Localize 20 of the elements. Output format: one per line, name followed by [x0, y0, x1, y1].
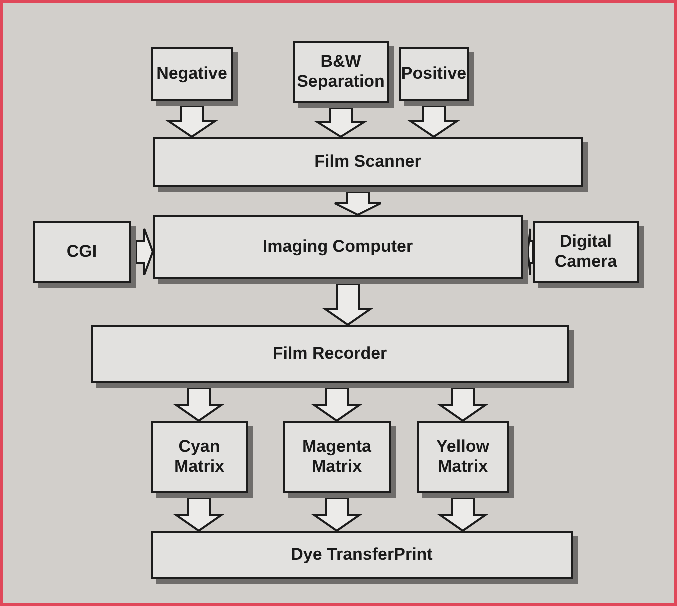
block-arrow — [310, 497, 364, 532]
block-arrow — [334, 191, 382, 216]
box-label: Positive — [401, 64, 467, 84]
box-label: Digital Camera — [554, 232, 618, 272]
box-label: Dye TransferPrint — [291, 544, 433, 566]
box-label: Cyan Matrix — [173, 436, 226, 478]
block-arrow — [172, 497, 226, 532]
block-arrow — [322, 283, 374, 326]
box-label: Yellow Matrix — [436, 436, 490, 478]
block-arrow — [436, 387, 490, 422]
block-arrow — [172, 387, 226, 422]
box-label: Imaging Computer — [262, 236, 414, 258]
block-arrow — [436, 497, 490, 532]
box-label: Magenta Matrix — [302, 436, 372, 478]
block-arrow — [310, 387, 364, 422]
box-label: B&W Separation — [297, 52, 385, 92]
box-label: Film Recorder — [272, 344, 388, 364]
box-label: Film Scanner — [314, 152, 422, 172]
box-label: CGI — [66, 242, 98, 262]
box-label: Negative — [156, 64, 228, 84]
